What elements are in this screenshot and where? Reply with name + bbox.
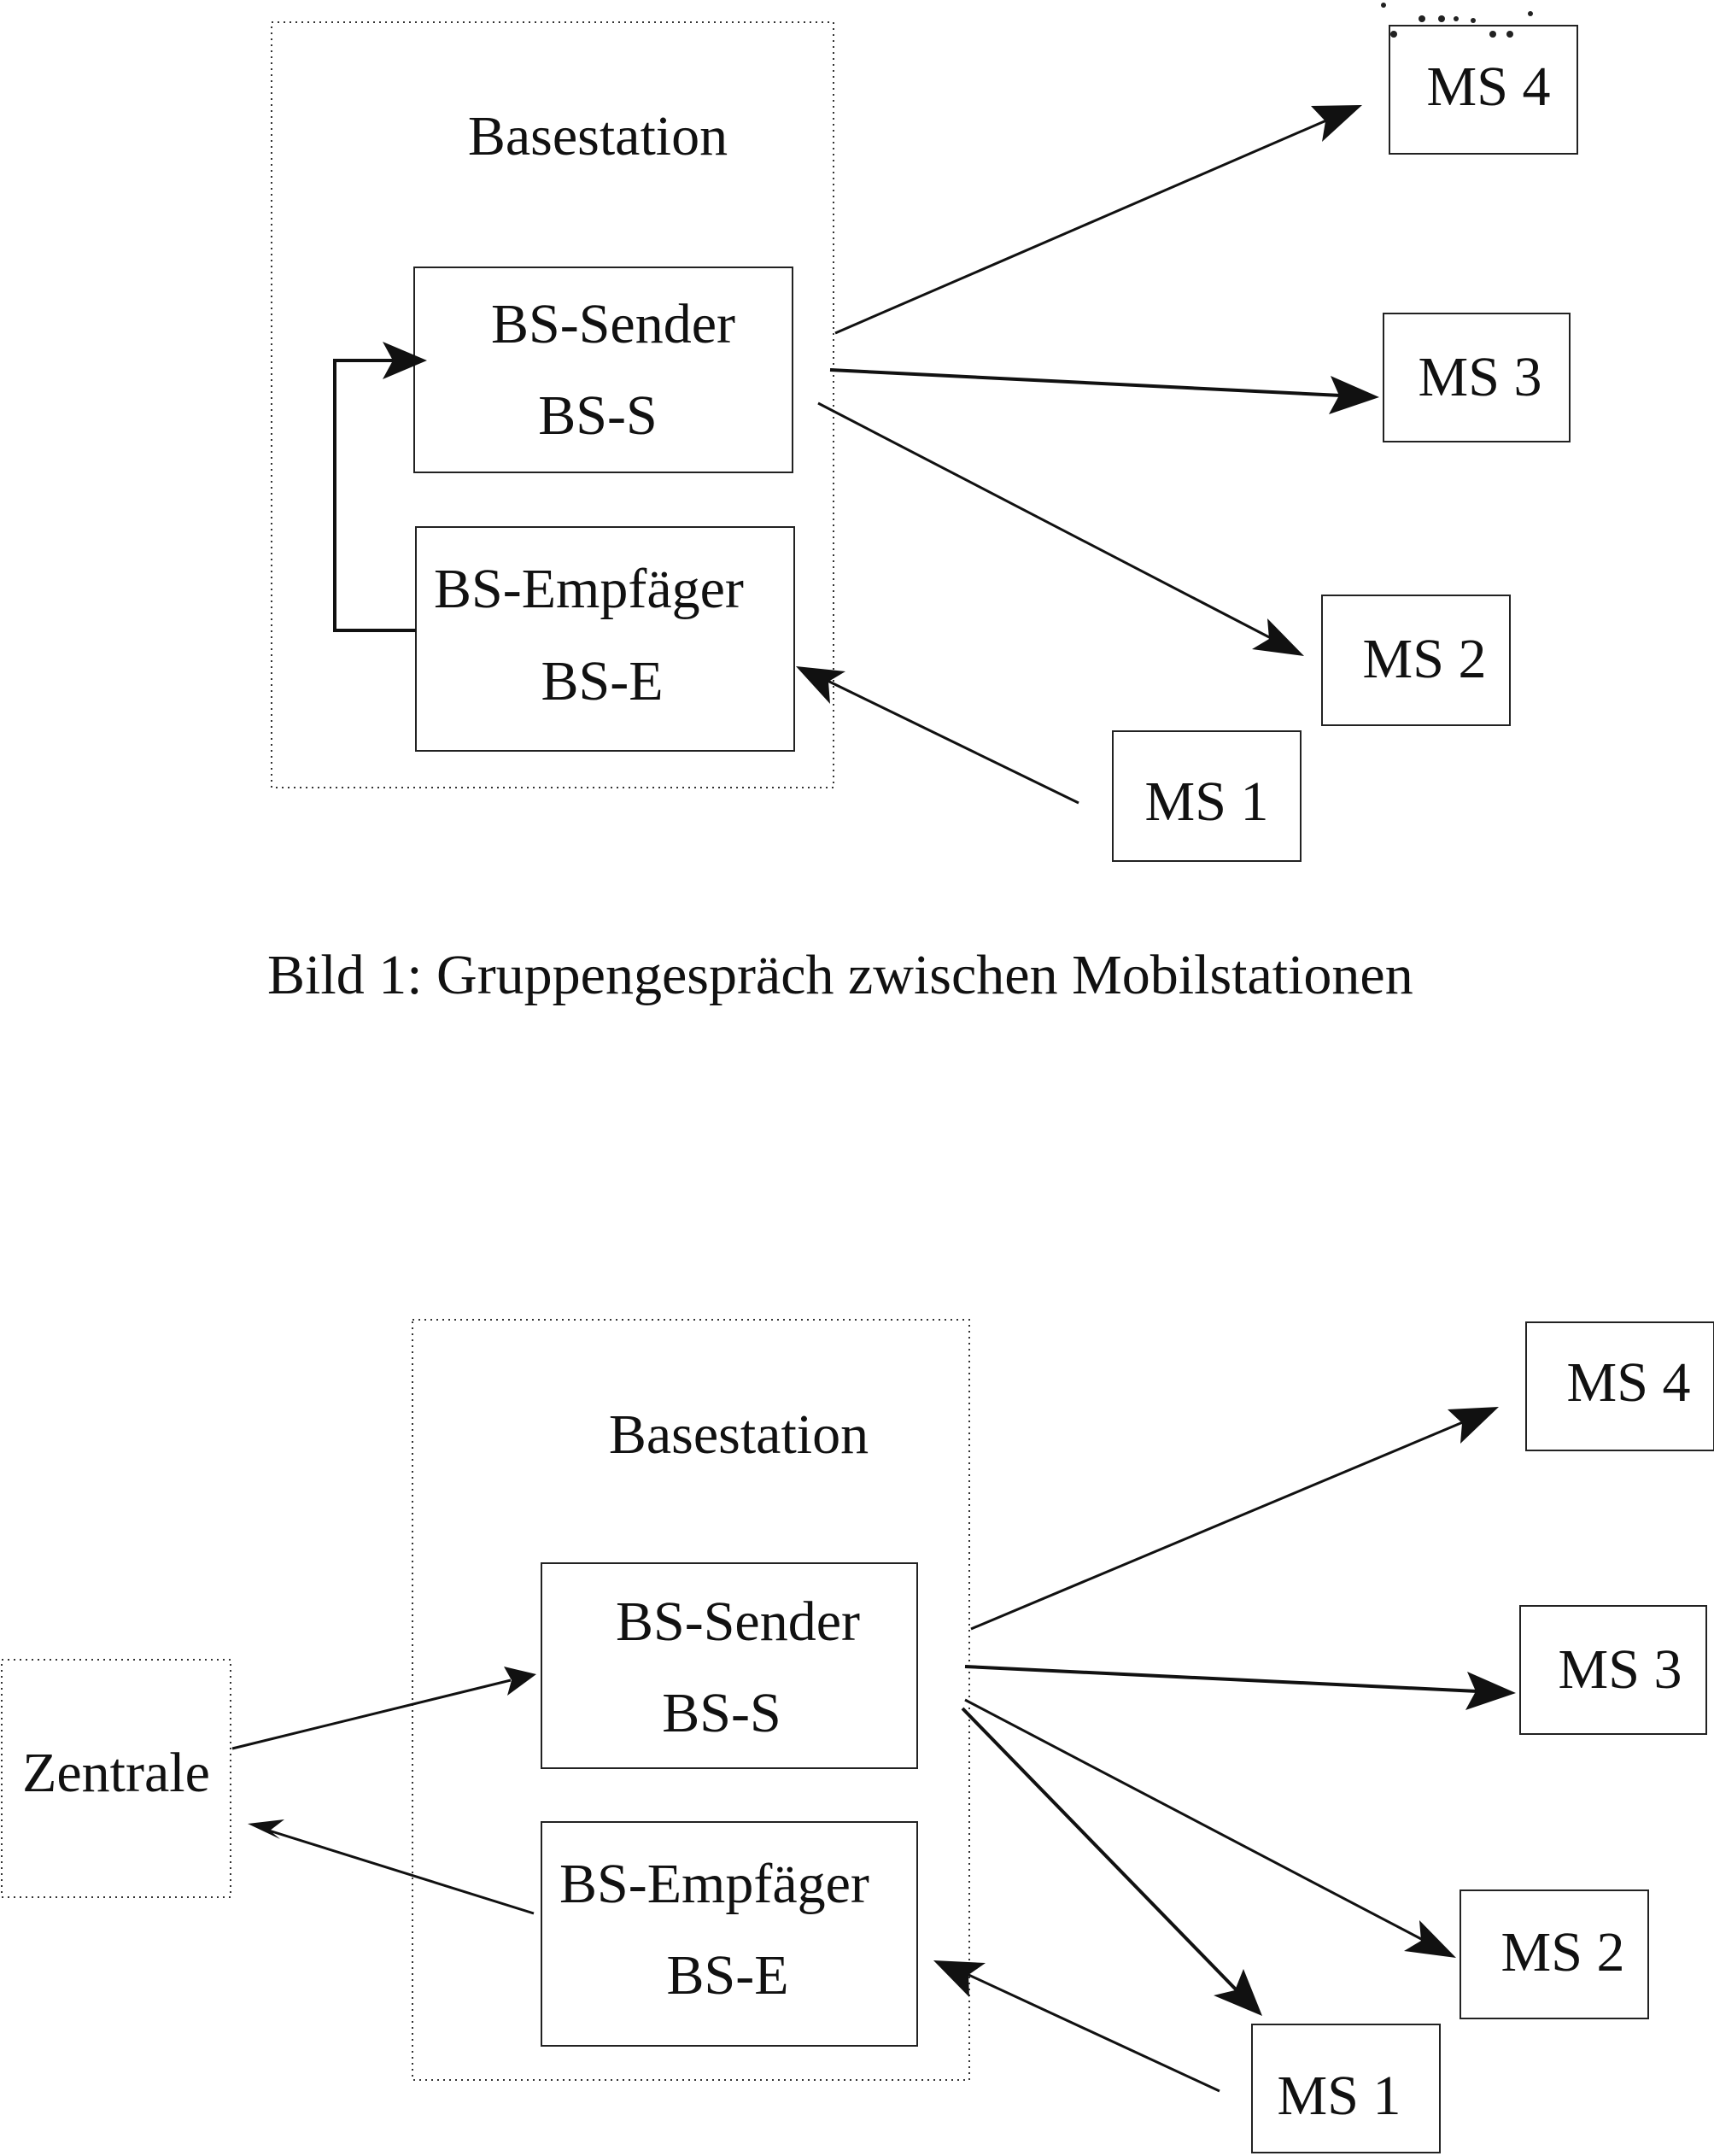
ms3-label: MS 3 <box>1419 346 1542 408</box>
ms4-label: MS 4 <box>1567 1351 1691 1414</box>
arrowhead-central <box>248 1819 284 1839</box>
ms2-label: MS 2 <box>1363 628 1487 690</box>
arrowhead-ms2 <box>1252 618 1304 656</box>
bs-sender-abbrev: BS-S <box>662 1682 781 1744</box>
arrow-sender-to-ms4 <box>971 1420 1469 1629</box>
feedback-loop-connector <box>335 360 416 630</box>
figure-caption: Bild 1: Gruppengespräch zwischen Mobilst… <box>267 944 1413 1006</box>
basestation-label: Basestation <box>609 1403 869 1466</box>
arrow-receiver-to-central <box>269 1831 534 1913</box>
arrow-sender-to-ms2 <box>818 403 1272 639</box>
ms1-label: MS 1 <box>1278 2065 1401 2127</box>
arrow-ms1-to-receiver <box>965 1973 1220 2091</box>
central-office-label: Zentrale <box>22 1742 210 1804</box>
ms1-label: MS 1 <box>1145 770 1269 833</box>
basestation-label: Basestation <box>468 105 728 167</box>
arrow-sender-to-ms3 <box>830 370 1341 395</box>
bs-receiver-label: BS-Empfäger <box>434 558 744 620</box>
scan-speckle <box>1381 3 1533 38</box>
arrow-sender-to-ms1 <box>962 1708 1237 1990</box>
ms3-label: MS 3 <box>1559 1638 1682 1701</box>
bs-receiver-abbrev: BS-E <box>541 650 663 712</box>
bs-sender-label: BS-Sender <box>491 293 735 355</box>
bs-receiver-label: BS-Empfäger <box>559 1853 869 1915</box>
ms4-label: MS 4 <box>1427 56 1551 118</box>
arrowhead-ms2 <box>1404 1920 1456 1958</box>
arrow-sender-to-ms2 <box>965 1700 1424 1941</box>
figure-2: Basestation BS-Sender BS-S BS-Empfäger B… <box>2 1320 1714 2153</box>
bs-sender-label: BS-Sender <box>616 1591 860 1653</box>
arrow-sender-to-ms4 <box>835 118 1332 333</box>
bs-sender-abbrev: BS-S <box>538 384 657 447</box>
figure-1: Basestation BS-Sender BS-S BS-Empfäger B… <box>267 3 1577 1006</box>
ms2-label: MS 2 <box>1501 1921 1625 1983</box>
bs-receiver-abbrev: BS-E <box>666 1944 788 2007</box>
arrow-ms1-to-receiver <box>824 679 1079 803</box>
arrow-sender-to-ms3 <box>965 1667 1477 1691</box>
arrow-central-to-sender <box>232 1680 511 1749</box>
